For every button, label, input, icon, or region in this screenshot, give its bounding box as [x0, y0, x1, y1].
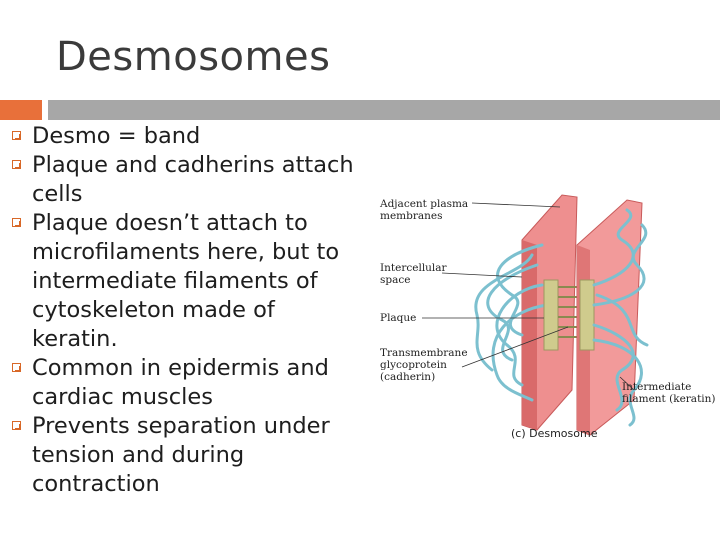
bullet-icon [12, 218, 21, 227]
filaments-left [474, 243, 549, 402]
plaque-left [543, 279, 559, 351]
bullet-text: Common in epidermis and cardiac muscles [32, 355, 329, 410]
bullet-text: Plaque doesn’t attach to microfilaments … [32, 210, 340, 352]
title-rule [48, 100, 720, 120]
bullet-text: Prevents separation under tension and du… [32, 413, 330, 497]
desmosome-illustration [422, 194, 649, 436]
plaque-right [579, 279, 595, 351]
label-plaque: Plaque [380, 312, 417, 324]
bullet-icon [12, 363, 21, 372]
cadherins [558, 286, 580, 338]
bullet-text: Plaque and cadherins attach cells [32, 152, 354, 207]
label-filament: Intermediate filament (keratin) [622, 381, 716, 405]
bullet-item: Desmo = band [8, 122, 358, 151]
label-space: Intercellular space [380, 262, 447, 286]
bullet-icon [12, 160, 21, 169]
bullet-item: Plaque and cadherins attach cells [8, 151, 358, 209]
bullet-item: Prevents separation under tension and du… [8, 412, 358, 499]
bullet-text: Desmo = band [32, 123, 201, 149]
bullet-item: Common in epidermis and cardiac muscles [8, 354, 358, 412]
bullet-item: Plaque doesn’t attach to microfilaments … [8, 209, 358, 354]
bullet-icon [12, 131, 21, 140]
label-glyco: Transmembrane glycoprotein (cadherin) [380, 347, 468, 383]
accent-bar [0, 100, 42, 120]
figure-caption: (c) Desmosome [511, 427, 598, 440]
slide-title: Desmosomes [56, 34, 331, 80]
bullet-icon [12, 421, 21, 430]
bullet-list: Desmo = band Plaque and cadherins attach… [8, 122, 358, 499]
label-membranes: Adjacent plasma membranes [380, 198, 469, 222]
pointer-lines [422, 202, 635, 391]
